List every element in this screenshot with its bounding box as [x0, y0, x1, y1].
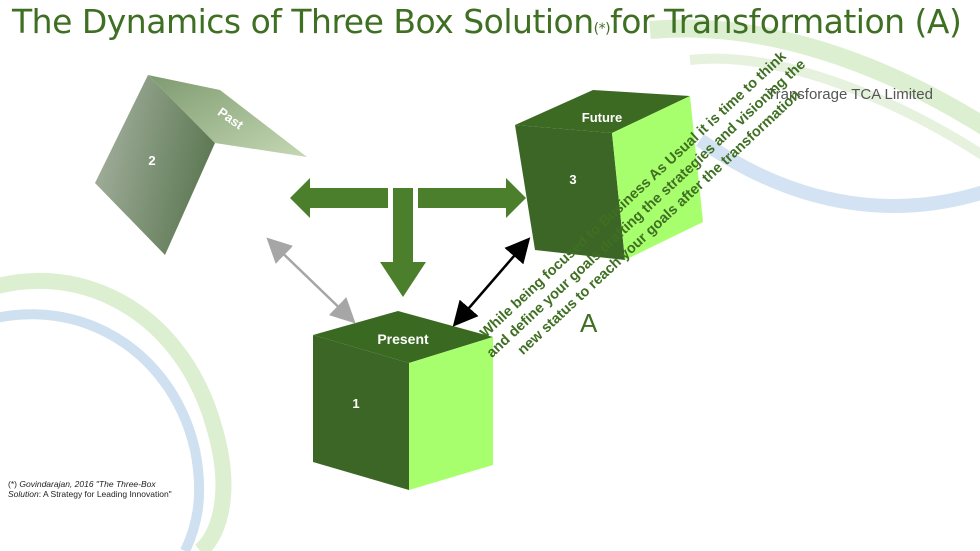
company-name: Transforage TCA Limited — [767, 86, 933, 103]
present-future-arrow — [452, 237, 531, 327]
footnote-citation: Govindarajan, 2016 "The Three-Box Soluti… — [8, 479, 156, 499]
past-present-arrow — [266, 237, 356, 324]
dynamics-arrow — [290, 178, 526, 297]
decorative-swirls — [0, 19, 980, 551]
past-box: Past 2 — [95, 75, 307, 255]
present-box: Present 1 — [313, 311, 493, 490]
footnote-rest: : A Strategy for Leading Innovation" — [38, 489, 172, 499]
present-number: 1 — [352, 396, 359, 411]
footnote-marker: (*) — [8, 479, 17, 489]
future-number: 3 — [569, 172, 576, 187]
slide-title: The Dynamics of Three Box Solution(*)for… — [12, 2, 962, 41]
footnote: (*) Govindarajan, 2016 "The Three-Box So… — [8, 479, 173, 499]
title-main: The Dynamics of Three Box Solution — [12, 2, 594, 41]
present-label: Present — [377, 331, 429, 347]
title-marker: (*) — [593, 21, 611, 37]
future-box: Future 3 — [515, 90, 703, 260]
future-label: Future — [582, 110, 622, 125]
section-letter: A — [580, 308, 598, 338]
past-number: 2 — [148, 153, 155, 168]
title-end: for Transformation (A) — [610, 2, 962, 41]
